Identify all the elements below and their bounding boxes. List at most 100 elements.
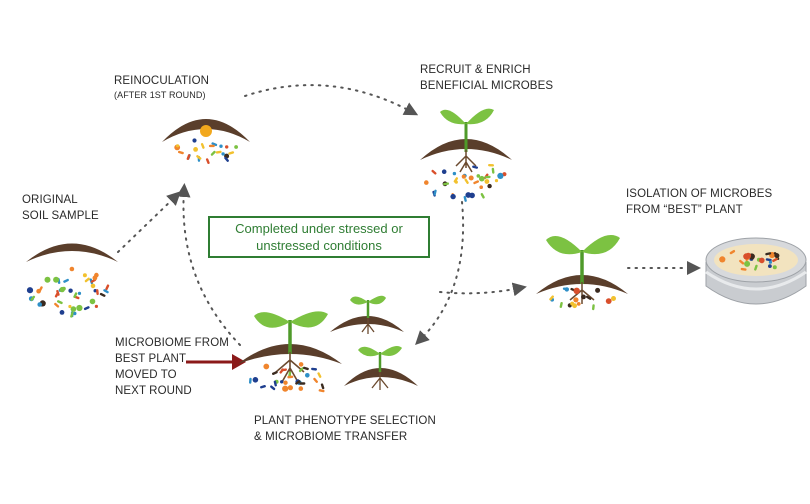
microbe-dot [472, 165, 479, 169]
microbe-dot [37, 302, 42, 307]
microbe-dot [92, 275, 98, 281]
microbe-dot [59, 286, 65, 293]
microbe-dot [719, 256, 726, 263]
microbe-dot [221, 152, 225, 156]
microbe-dot [59, 310, 65, 315]
microbe-dot [76, 304, 83, 312]
microbe-dot [491, 167, 495, 174]
microbe-dot [564, 287, 569, 292]
microbe-dot [484, 179, 490, 184]
arrow-reinoculation-to-recruit [244, 84, 419, 116]
microbe-dot [54, 302, 60, 308]
label-recruit-line2: BENEFICIAL MICROBES [420, 80, 554, 92]
microbe-dot [585, 295, 592, 300]
microbe-dot [73, 311, 77, 316]
microbe-dot [573, 287, 580, 294]
microbe-dot [768, 260, 773, 264]
label-original-line1: ORIGINAL [22, 194, 78, 206]
microbe-dot [176, 144, 180, 148]
arrow-cycle-to-isolation [439, 282, 527, 297]
microbe-dot [450, 193, 456, 200]
microbe-dot [193, 147, 199, 152]
microbe-dot [73, 292, 78, 298]
microbe-dot [473, 180, 480, 185]
microbe-dot [592, 304, 595, 311]
microbe-dot [69, 266, 75, 272]
microbe-dot [272, 371, 278, 375]
microbe-dot [461, 174, 466, 179]
label-isolation-line2: FROM “BEST” PLANT [626, 204, 743, 216]
conditions-note-line2: unstressed conditions [256, 238, 382, 253]
microbe-dot [211, 142, 218, 147]
microbe-dot [605, 298, 612, 304]
plant-selected [238, 311, 342, 393]
microbe-dot [38, 286, 43, 292]
microbe-dot [270, 385, 276, 391]
microbe-dot [90, 283, 96, 289]
soil-mound-reinoculation [162, 119, 250, 165]
microbe-dot [549, 295, 555, 301]
label-recruit: RECRUIT & ENRICH BENEFICIAL MICROBES [420, 62, 553, 94]
microbe-dot [30, 295, 36, 301]
microbe-dot [210, 150, 216, 156]
label-microbiome-line1: MICROBIOME FROM [115, 337, 229, 349]
microbe-dot [200, 143, 205, 149]
plant-seedling-medium [344, 346, 418, 390]
microbe-dot [302, 366, 309, 371]
microbe-dot [744, 260, 751, 267]
microbe-dot [99, 292, 106, 297]
conditions-note-line1: Completed under stressed or [235, 221, 403, 236]
microbe-dot [433, 189, 437, 196]
microbe-dot [234, 145, 239, 149]
microbe-dot [317, 372, 322, 378]
label-original-soil: ORIGINAL SOIL SAMPLE [22, 192, 99, 224]
microbe-dot [480, 193, 485, 199]
microbe-dot [487, 183, 492, 189]
microbe-dot [298, 367, 304, 373]
microbe-dot [765, 252, 772, 256]
microbe-dot [89, 298, 96, 305]
microbe-dot [57, 300, 63, 305]
microbe-dot [94, 304, 98, 308]
microbe-dot [463, 195, 467, 202]
microbe-dot [103, 289, 109, 294]
microbe-dot [754, 264, 758, 271]
microbe-dot [611, 296, 616, 301]
microbe-dot [573, 297, 579, 303]
microbe-dot [287, 385, 293, 391]
microbe-dot [68, 304, 72, 309]
microbe-dot [468, 175, 474, 181]
microbe-dot [464, 178, 469, 184]
microbe-dot [759, 257, 765, 264]
microbe-dot [479, 175, 485, 182]
microbe-dot [228, 151, 235, 155]
petri-dish-icon [705, 237, 807, 305]
microbe-dot [192, 138, 197, 143]
microbe-dot [772, 257, 778, 262]
microbe-dot [740, 267, 747, 271]
label-recruit-line1: RECRUIT & ENRICH [420, 64, 531, 76]
microbe-dot [298, 362, 304, 367]
microbe-dot [196, 155, 202, 160]
label-isolation: ISOLATION OF MICROBES FROM “BEST” PLANT [626, 186, 772, 218]
microbe-dot [768, 264, 772, 268]
arrow-phenotype-to-reinoculation [176, 183, 241, 346]
microbe-dot [84, 277, 90, 283]
label-original-line2: SOIL SAMPLE [22, 210, 99, 222]
microbe-dot [576, 302, 581, 306]
microbe-dot [186, 154, 191, 161]
plant-seedling-small [330, 295, 404, 334]
microbe-dot [453, 177, 459, 183]
microbe-dot [208, 144, 215, 148]
microbe-dot [225, 145, 229, 149]
microbe-dot [765, 258, 772, 262]
plant-recruit [420, 108, 512, 202]
microbe-dot [263, 363, 270, 370]
microbe-dot [595, 287, 601, 293]
microbe-dot [224, 156, 229, 162]
microbe-dot [488, 163, 495, 167]
microbe-dot [248, 377, 252, 384]
soil-mound-original [26, 243, 118, 318]
